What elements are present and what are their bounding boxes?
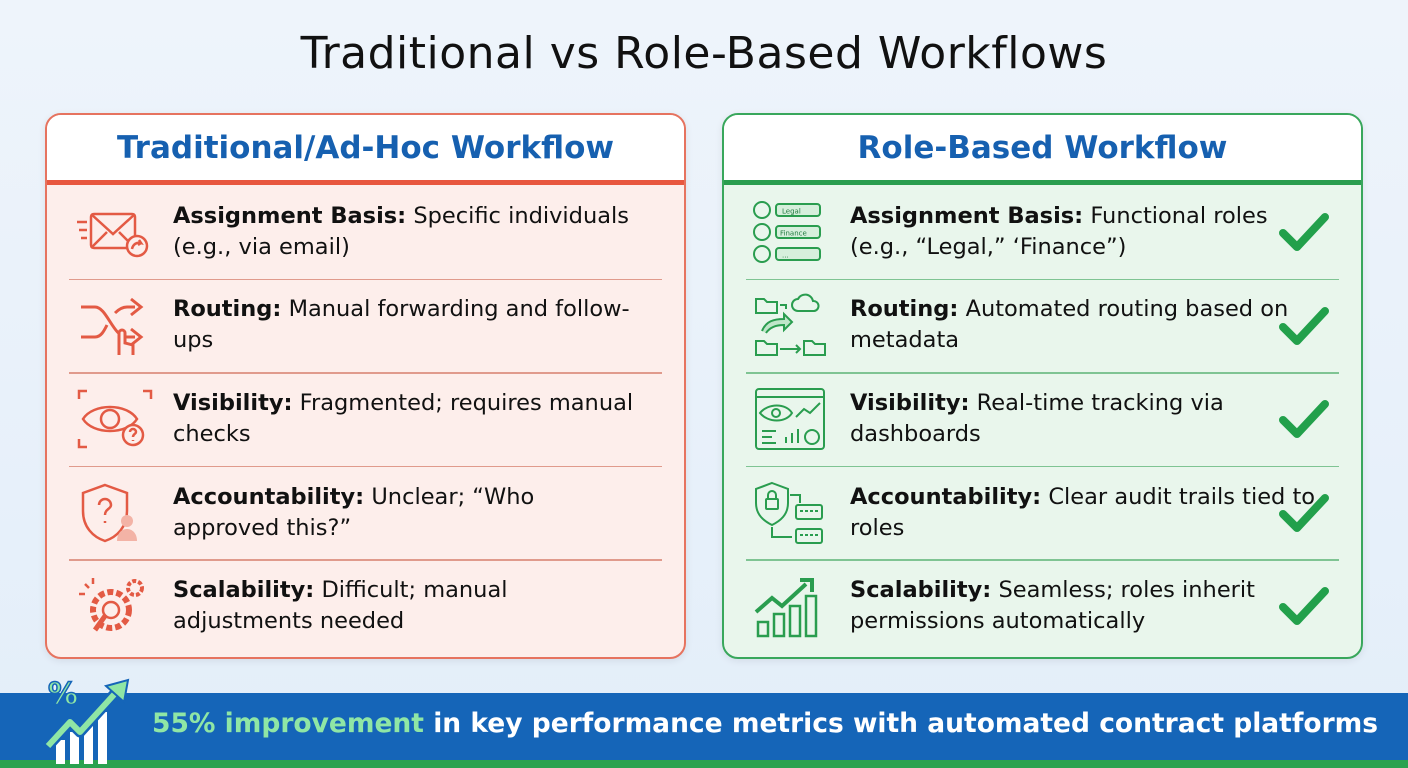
row-label: Scalability: xyxy=(850,577,992,604)
row-text: Functional roles (e.g., “Legal,” ‘Financ… xyxy=(850,202,1268,260)
dashboard-eye-icon xyxy=(755,387,825,450)
shield-question-user-icon xyxy=(81,483,137,542)
row-label: Visibility: xyxy=(173,389,293,416)
shuffle-hand-icon xyxy=(81,298,144,356)
row-text: Manual forwarding and follow-ups xyxy=(173,296,630,354)
row-label: Routing: xyxy=(173,296,282,323)
row-label: Accountability: xyxy=(173,483,365,510)
list-item: Routing: Automated routing based on meta… xyxy=(724,278,1361,373)
row-text: Fragmented; requires manual checks xyxy=(173,389,634,447)
user-roles-icon: Legal Finance ... xyxy=(753,200,821,263)
row-text: Seamless; roles inherit permissions auto… xyxy=(850,577,1255,635)
checkmark-icon xyxy=(1279,587,1329,626)
percent-growth-icon: % xyxy=(43,676,130,764)
gear-wrench-icon xyxy=(79,578,144,632)
row-text: Difficult; manual adjustments needed xyxy=(173,577,508,635)
traditional-workflow-panel: Traditional/Ad-Hoc Workflow Assignment B… xyxy=(45,113,686,659)
row-label: Assignment Basis: xyxy=(850,202,1084,229)
list-item: Visibility: Fragmented; requires manual … xyxy=(47,372,684,466)
growth-chart-icon xyxy=(754,578,818,638)
list-item: Scalability: Difficult; manual adjustmen… xyxy=(47,559,684,653)
page-title: Traditional vs Role-Based Workflows xyxy=(300,28,1108,79)
list-item: Routing: Manual forwarding and follow-up… xyxy=(47,278,684,373)
checkmark-icon xyxy=(1279,213,1329,251)
list-item: Assignment Basis: Specific individuals (… xyxy=(47,185,684,279)
list-item: Accountability: Clear audit trails tied … xyxy=(724,465,1361,560)
row-label: Routing: xyxy=(850,296,959,323)
eye-question-icon xyxy=(77,389,153,449)
row-text: Specific individuals (e.g., via email) xyxy=(173,202,629,260)
role-tag: ... xyxy=(782,251,789,259)
summary-banner: 55% improvement in key performance metri… xyxy=(0,693,1408,768)
row-text: Automated routing based on metadata xyxy=(850,296,1289,354)
checkmark-icon xyxy=(1279,306,1329,345)
list-item: Accountability: Unclear; “Who approved t… xyxy=(47,465,684,560)
row-text: Unclear; “Who approved this?” xyxy=(173,483,535,541)
row-text: Clear audit trails tied to roles xyxy=(850,483,1316,541)
row-text: Real-time tracking via dashboards xyxy=(850,389,1224,447)
row-label: Assignment Basis: xyxy=(173,202,407,229)
shield-lock-audit-icon xyxy=(755,481,823,544)
svg-text:%: % xyxy=(48,677,78,712)
row-label: Scalability: xyxy=(173,577,315,604)
checkmark-icon xyxy=(1279,400,1329,439)
folder-routing-icon xyxy=(755,293,826,357)
banner-body: in key performance metrics with automate… xyxy=(423,708,1379,739)
role-tag: Finance xyxy=(780,229,807,237)
banner-text: 55% improvement in key performance metri… xyxy=(152,708,1378,739)
role-tag: Legal xyxy=(782,207,801,215)
list-item: Visibility: Real-time tracking via dashb… xyxy=(724,372,1361,466)
row-label: Accountability: xyxy=(850,483,1042,510)
banner-highlight: 55% improvement xyxy=(152,708,424,739)
row-label: Visibility: xyxy=(850,389,970,416)
panel-heading: Traditional/Ad-Hoc Workflow xyxy=(47,115,684,185)
list-item: Scalability: Seamless; roles inherit per… xyxy=(724,559,1361,653)
panel-heading: Role-Based Workflow xyxy=(724,115,1361,185)
email-forward-icon xyxy=(77,212,149,258)
list-item: Legal Finance ... Assignment Basis: Func… xyxy=(724,185,1361,279)
role-based-workflow-panel: Role-Based Workflow Legal Finance ... As… xyxy=(722,113,1363,659)
checkmark-icon xyxy=(1279,493,1329,532)
